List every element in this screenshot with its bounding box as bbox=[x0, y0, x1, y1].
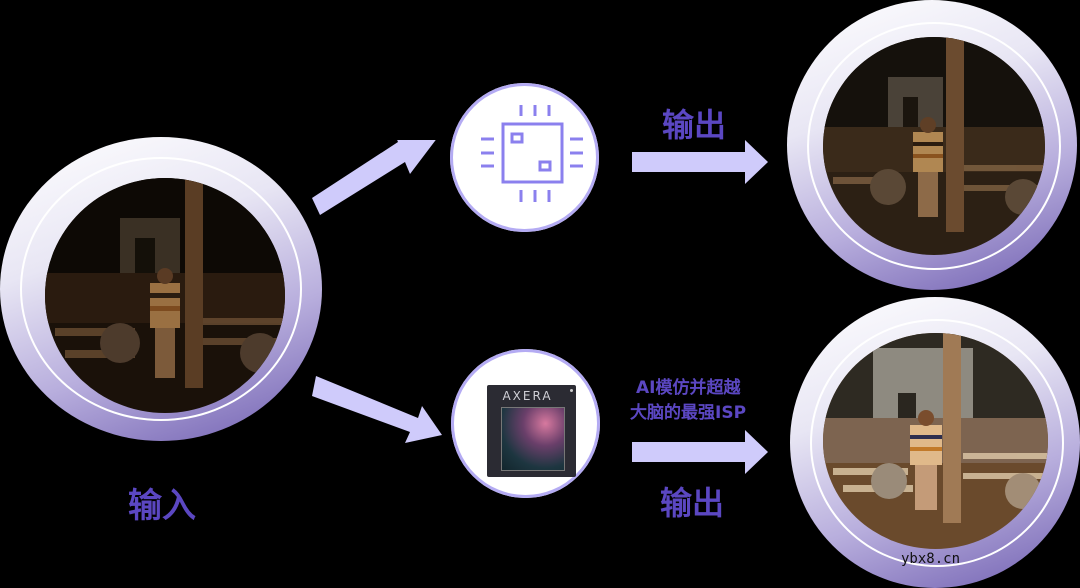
generic-chip-node bbox=[450, 83, 599, 232]
axera-chip-image: AXERA bbox=[487, 385, 576, 477]
axera-chip-node: AXERA bbox=[451, 349, 600, 498]
street-scene-bright bbox=[823, 333, 1048, 549]
bottom-output-photo-ring: ybx8.cn bbox=[790, 297, 1080, 588]
chip-die bbox=[501, 407, 565, 471]
input-label: 输入 bbox=[128, 486, 196, 526]
arrow-to-generic-chip bbox=[312, 140, 436, 215]
input-ring-line bbox=[20, 157, 302, 421]
input-photo bbox=[45, 178, 285, 413]
bottom-output-ring-line bbox=[810, 319, 1064, 567]
chip-icon bbox=[481, 105, 583, 202]
bottom-output-photo bbox=[823, 333, 1048, 549]
street-scene-medium bbox=[823, 37, 1045, 255]
top-output-ring-line bbox=[807, 22, 1061, 270]
top-output-label: 输出 bbox=[662, 106, 727, 144]
watermark: ybx8.cn bbox=[901, 551, 961, 567]
street-scene-dark bbox=[45, 178, 285, 413]
arrow-to-axera-chip bbox=[312, 376, 442, 443]
chip-pin1-dot bbox=[570, 389, 573, 392]
bottom-caption-line1: AI模仿并超越 bbox=[636, 378, 741, 398]
top-output-photo bbox=[823, 37, 1045, 255]
arrow-to-top-output bbox=[632, 140, 768, 184]
top-output-photo-ring bbox=[787, 0, 1077, 290]
arrow-to-bottom-output bbox=[632, 430, 768, 474]
input-photo-ring bbox=[0, 137, 322, 441]
bottom-output-label: 输出 bbox=[660, 484, 725, 522]
bottom-caption-line2: 大脑的最强ISP bbox=[630, 403, 747, 423]
chip-brand-text: AXERA bbox=[502, 389, 553, 403]
